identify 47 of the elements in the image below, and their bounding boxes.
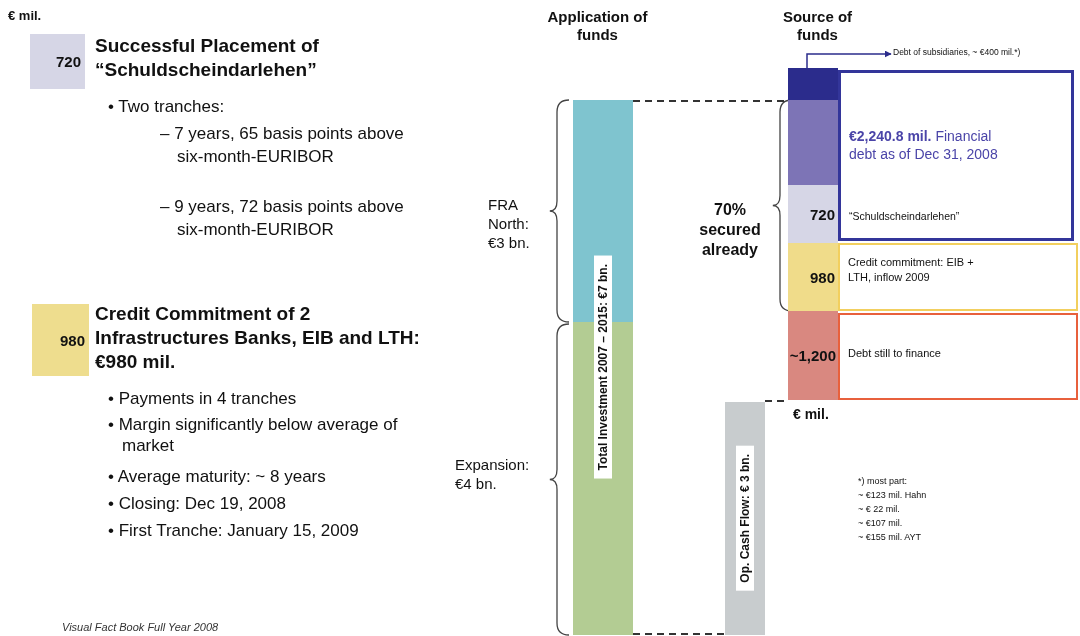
bullet-item: • Two tranches: bbox=[108, 96, 226, 118]
arrow bbox=[806, 50, 892, 69]
footnote-text: ~ €155 mil. AYT bbox=[858, 532, 923, 544]
brace-label: FRA North: €3 bn. bbox=[488, 196, 531, 253]
bullet-item: • First Tranche: January 15, 2009 bbox=[108, 520, 360, 542]
bullet-item: • Margin significantly below average of market bbox=[108, 414, 399, 457]
footnote-text: ~ €123 mil. Hahn bbox=[858, 490, 928, 502]
bar-segment bbox=[788, 243, 838, 311]
column-heading: Application of funds bbox=[546, 8, 649, 44]
brace-label: Expansion: €4 bn. bbox=[455, 456, 531, 494]
footnote-text: ~ € 22 mil. bbox=[858, 504, 901, 516]
value-label: 980 bbox=[59, 331, 85, 349]
bullet-item: • Payments in 4 tranches bbox=[108, 388, 298, 410]
unit-label: € mil. bbox=[793, 405, 830, 424]
section-heading: Successful Placement of “Schuldscheindarlehen” bbox=[95, 34, 320, 82]
footnote-text: *) most part: bbox=[858, 476, 908, 488]
bar-segment bbox=[788, 68, 838, 100]
value-label: ~1,200 bbox=[789, 347, 836, 364]
box-text: Debt still to finance bbox=[848, 347, 941, 359]
debt-box bbox=[838, 70, 1074, 241]
commitment-box bbox=[838, 243, 1078, 311]
box-text: Credit commitment: EIB + LTH, inflow 2009 bbox=[848, 255, 975, 285]
bar-segment bbox=[788, 185, 838, 243]
bar-segment bbox=[788, 311, 838, 400]
investment-bar bbox=[573, 100, 633, 635]
note-text: Debt of subsidiaries, ~ €400 mil.*) bbox=[893, 47, 1078, 61]
cash-flow-bar bbox=[725, 402, 765, 635]
bullet-item: • Closing: Dec 19, 2008 bbox=[108, 493, 287, 515]
column-heading: Source of funds bbox=[781, 8, 854, 44]
value-label: 720 bbox=[809, 205, 835, 223]
value-label: 720 bbox=[55, 53, 81, 70]
unit-label: € mil. bbox=[8, 8, 43, 25]
box-text: €2,240.8 mil. Financial debt as of Dec 31, 2008 bbox=[849, 128, 999, 163]
dashed-connector-line bbox=[632, 633, 726, 635]
footnote-text: ~ €107 mil. bbox=[858, 518, 904, 530]
bar-label: Op. Cash Flow: € 3 bn. bbox=[736, 446, 754, 591]
sub-bullet-item: – 7 years, 65 basis points above six-month-EURIBOR bbox=[160, 123, 405, 168]
value-label: 980 bbox=[809, 268, 835, 286]
bar-label: Total Investment 2007 – 2015: €7 bn. bbox=[594, 256, 612, 479]
box-text: “Schuldscheindarlehen” bbox=[849, 210, 960, 222]
brace-label: 70% secured already bbox=[698, 200, 762, 260]
finance-gap-box bbox=[838, 313, 1078, 400]
bullet-item: • Average maturity: ~ 8 years bbox=[108, 466, 327, 488]
bar-segment bbox=[788, 100, 838, 185]
sub-bullet-item: – 9 years, 72 basis points above six-month-EURIBOR bbox=[160, 196, 405, 241]
section-heading: Credit Commitment of 2 Infrastructures Banks, EIB and LTH: €980 mil. bbox=[95, 302, 421, 374]
footer-text: Visual Fact Book Full Year 2008 bbox=[62, 620, 220, 635]
